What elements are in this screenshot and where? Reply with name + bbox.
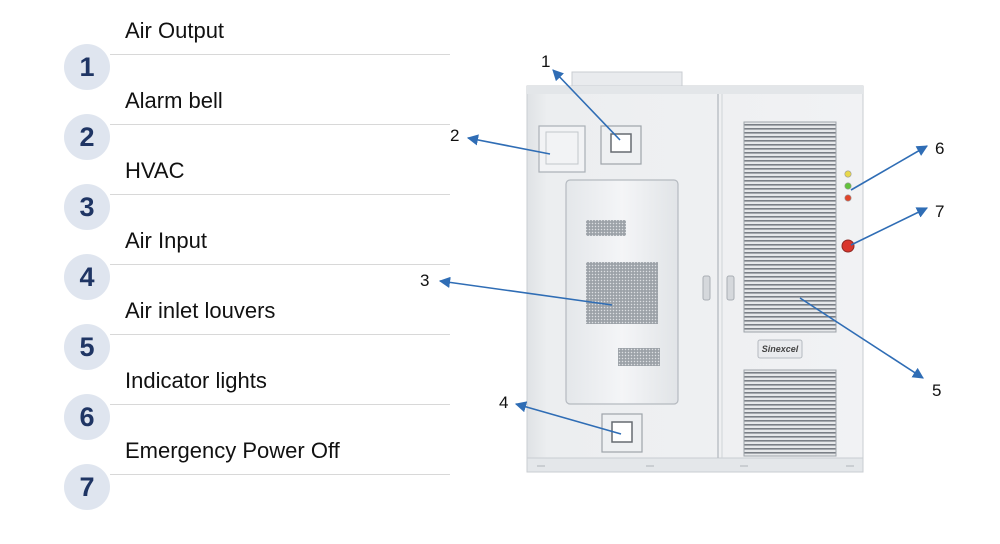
indicator-light-yellow	[844, 170, 852, 178]
air-inlet-louvers-upper	[743, 121, 837, 333]
callout-arrow-4	[514, 401, 622, 435]
indicator-light-green	[844, 182, 852, 190]
callout-number-1: 1	[541, 52, 550, 71]
alarm-bell-inner	[545, 131, 579, 165]
legend-label: Air Output	[125, 18, 225, 43]
brand-logo: Sinexcel	[762, 344, 799, 354]
callout-arrow-2	[466, 134, 551, 155]
legend-divider	[110, 264, 450, 265]
legend-number-badge: 3	[64, 184, 110, 230]
legend-item-air-inlet-louvers: 5 Air inlet louvers	[64, 292, 450, 370]
legend-divider	[110, 194, 450, 195]
legend-label: Emergency Power Off	[125, 438, 340, 463]
legend-number-badge: 2	[64, 114, 110, 160]
callout-number-3: 3	[420, 271, 429, 290]
legend-number-badge: 6	[64, 394, 110, 440]
legend-item-alarm-bell: 2 Alarm bell	[64, 82, 450, 160]
brand-plate	[757, 339, 803, 359]
legend-item-indicator-lights: 6 Indicator lights	[64, 362, 450, 440]
callout-arrow-3	[438, 276, 613, 306]
cabinet-top-edge	[527, 86, 863, 94]
callout-number-5: 5	[932, 381, 941, 400]
legend-item-emergency-power-off: 7 Emergency Power Off	[64, 432, 450, 510]
legend-item-air-input: 4 Air Input	[64, 222, 450, 300]
legend-number-badge: 7	[64, 464, 110, 510]
callout-arrow-5	[799, 297, 924, 379]
callouts	[438, 69, 929, 435]
door-handle-right	[726, 275, 735, 301]
legend-divider	[110, 124, 450, 125]
legend-item-hvac: 3 HVAC	[64, 152, 450, 230]
legend-divider	[110, 404, 450, 405]
legend-divider	[110, 474, 450, 475]
indicator-light-red	[844, 194, 852, 202]
legend-label: Indicator lights	[125, 368, 267, 393]
callout-number-7: 7	[935, 202, 944, 221]
callout-arrow-6	[850, 145, 928, 191]
legend-item-air-output: 1 Air Output	[64, 12, 450, 90]
legend-number-badge: 5	[64, 324, 110, 370]
door-handle-left	[702, 275, 711, 301]
legend: 1 Air Output 2 Alarm bell 3 HVAC 4 Air I…	[0, 0, 460, 544]
hvac-bottom-grille	[618, 348, 660, 366]
hvac-top-grille	[586, 220, 626, 236]
legend-number-badge: 1	[64, 44, 110, 90]
callout-number-6: 6	[935, 139, 944, 158]
air-output-opening	[610, 133, 632, 153]
legend-divider	[110, 334, 450, 335]
legend-label: Air inlet louvers	[125, 298, 276, 323]
legend-label: HVAC	[125, 158, 185, 183]
callout-arrow-7	[850, 207, 929, 246]
legend-label: Air Input	[125, 228, 207, 253]
hvac-main-grille	[586, 262, 658, 324]
legend-number-badge: 4	[64, 254, 110, 300]
legend-divider	[110, 54, 450, 55]
emergency-power-off-button	[841, 239, 855, 253]
energy-storage-cabinet: Sinexcel	[526, 71, 864, 473]
callout-number-4: 4	[499, 393, 508, 412]
callout-arrow-1	[552, 69, 621, 141]
legend-label: Alarm bell	[125, 88, 223, 113]
air-inlet-louvers-lower	[743, 369, 837, 457]
callout-number-2: 2	[450, 126, 459, 145]
cabinet-base	[526, 457, 864, 473]
